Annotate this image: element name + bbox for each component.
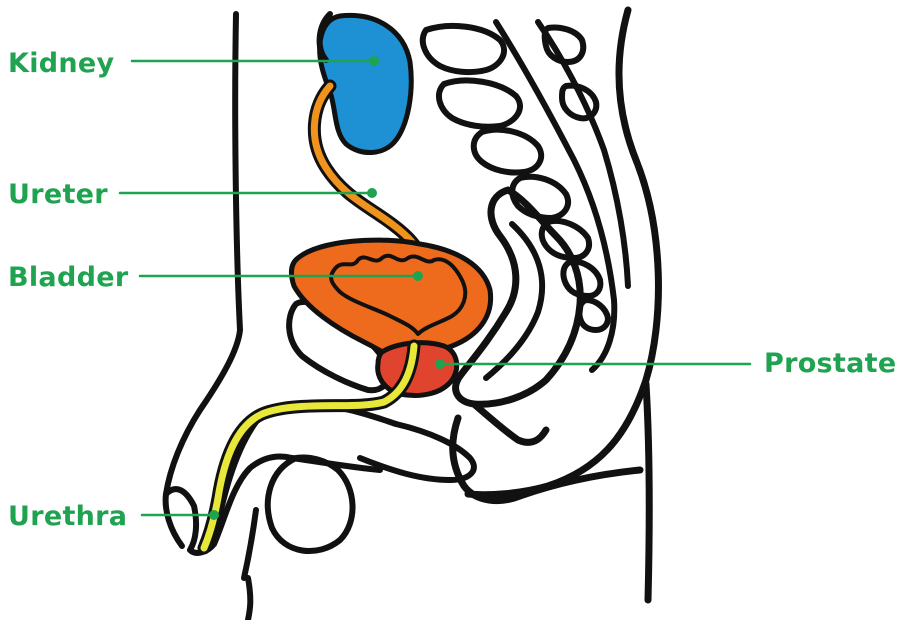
anal-canal xyxy=(474,404,546,442)
vertebra-2 xyxy=(439,80,520,126)
sacrum-line xyxy=(538,22,628,286)
urethra-label: Urethra xyxy=(8,501,127,533)
bladder-pointer-dot xyxy=(413,271,423,281)
vertebra-3 xyxy=(474,130,541,173)
prostate-label: Prostate xyxy=(764,348,896,380)
thigh-outline xyxy=(244,510,256,578)
ureter-label: Ureter xyxy=(8,179,108,211)
penis-outline xyxy=(166,404,396,553)
kidney-label: Kidney xyxy=(8,48,114,80)
ureter-pointer-dot xyxy=(367,188,377,198)
prostate-pointer-dot xyxy=(435,359,445,369)
back-lower xyxy=(646,384,649,600)
urethra-pointer-dot xyxy=(209,510,219,520)
testis-outline xyxy=(268,458,353,552)
vertebra-7 xyxy=(579,300,608,330)
vertebra-1 xyxy=(423,26,504,72)
scrotum-outline xyxy=(248,578,250,620)
bladder-label: Bladder xyxy=(8,262,128,294)
kidney-pointer-dot xyxy=(369,56,379,66)
